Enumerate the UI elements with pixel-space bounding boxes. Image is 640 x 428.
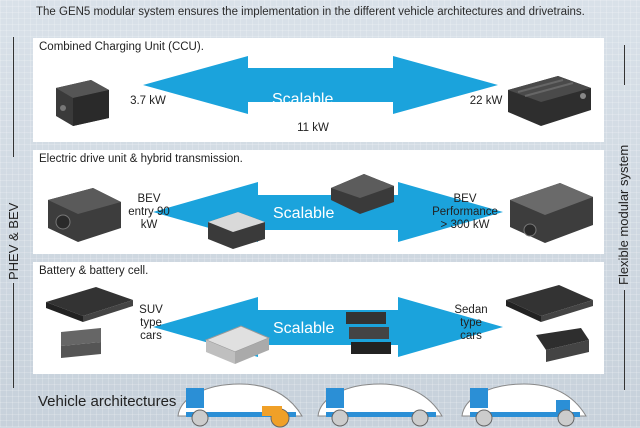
- panel-drive-unit: Electric drive unit & hybrid transmissio…: [33, 150, 604, 254]
- left-divider-bottom: [13, 283, 14, 388]
- scalable-arrow: [143, 56, 498, 114]
- panel-ccu: Combined Charging Unit (CCU). 3.7 kW Sca…: [33, 38, 604, 142]
- ccu-center-label: 11 kW: [297, 122, 329, 134]
- ccu-left-label: 3.7 kW: [130, 95, 166, 107]
- panel-title: Battery & battery cell.: [39, 265, 149, 277]
- panel-title: Combined Charging Unit (CCU).: [39, 41, 204, 53]
- vehicle-phev-icon: [177, 383, 303, 428]
- vehicle-architectures-label: Vehicle architectures: [38, 393, 177, 410]
- left-divider-top: [13, 37, 14, 157]
- battery-module-icon: [346, 312, 391, 354]
- edrive-entry-icon: [48, 188, 121, 242]
- ccu-large-unit-icon: [508, 76, 591, 126]
- flexible-modular-label: Flexible modular system: [616, 144, 631, 285]
- battery-right-label: Sedan type cars: [454, 304, 488, 342]
- panel-battery: Battery & battery cell. SUV type cars Sc…: [33, 262, 604, 374]
- page-title: The GEN5 modular system ensures the impl…: [36, 6, 585, 18]
- vehicle-bev-awd-icon: [461, 383, 587, 427]
- ccu-small-unit-icon: [56, 80, 109, 126]
- side-label-right: Flexible modular system: [612, 45, 636, 390]
- right-divider-top: [624, 45, 625, 85]
- scalable-label: Scalable: [273, 320, 335, 337]
- phev-bev-label: PHEV & BEV: [6, 202, 21, 280]
- battery-cell-icon: [204, 325, 271, 364]
- vehicle-bev-icon: [317, 383, 443, 427]
- scalable-label: Scalable: [272, 91, 334, 108]
- scalable-label: Scalable: [273, 205, 335, 222]
- battery-suv-icon: [46, 287, 133, 358]
- side-label-left: PHEV & BEV: [2, 37, 26, 388]
- edrive-small-motor-icon: [208, 212, 265, 249]
- battery-left-label: SUV type cars: [139, 304, 163, 342]
- right-divider-bottom: [624, 290, 625, 390]
- edrive-hybrid-icon: [331, 174, 394, 214]
- battery-sedan-icon: [506, 285, 593, 362]
- edrive-left-label: BEV entry 90 kW: [128, 193, 170, 231]
- panel-title: Electric drive unit & hybrid transmissio…: [39, 153, 243, 165]
- ccu-right-label: 22 kW: [469, 95, 503, 107]
- edrive-performance-icon: [510, 183, 593, 243]
- edrive-right-label: BEV Performance > 300 kW: [432, 193, 498, 231]
- vehicle-architectures-row: [177, 383, 587, 428]
